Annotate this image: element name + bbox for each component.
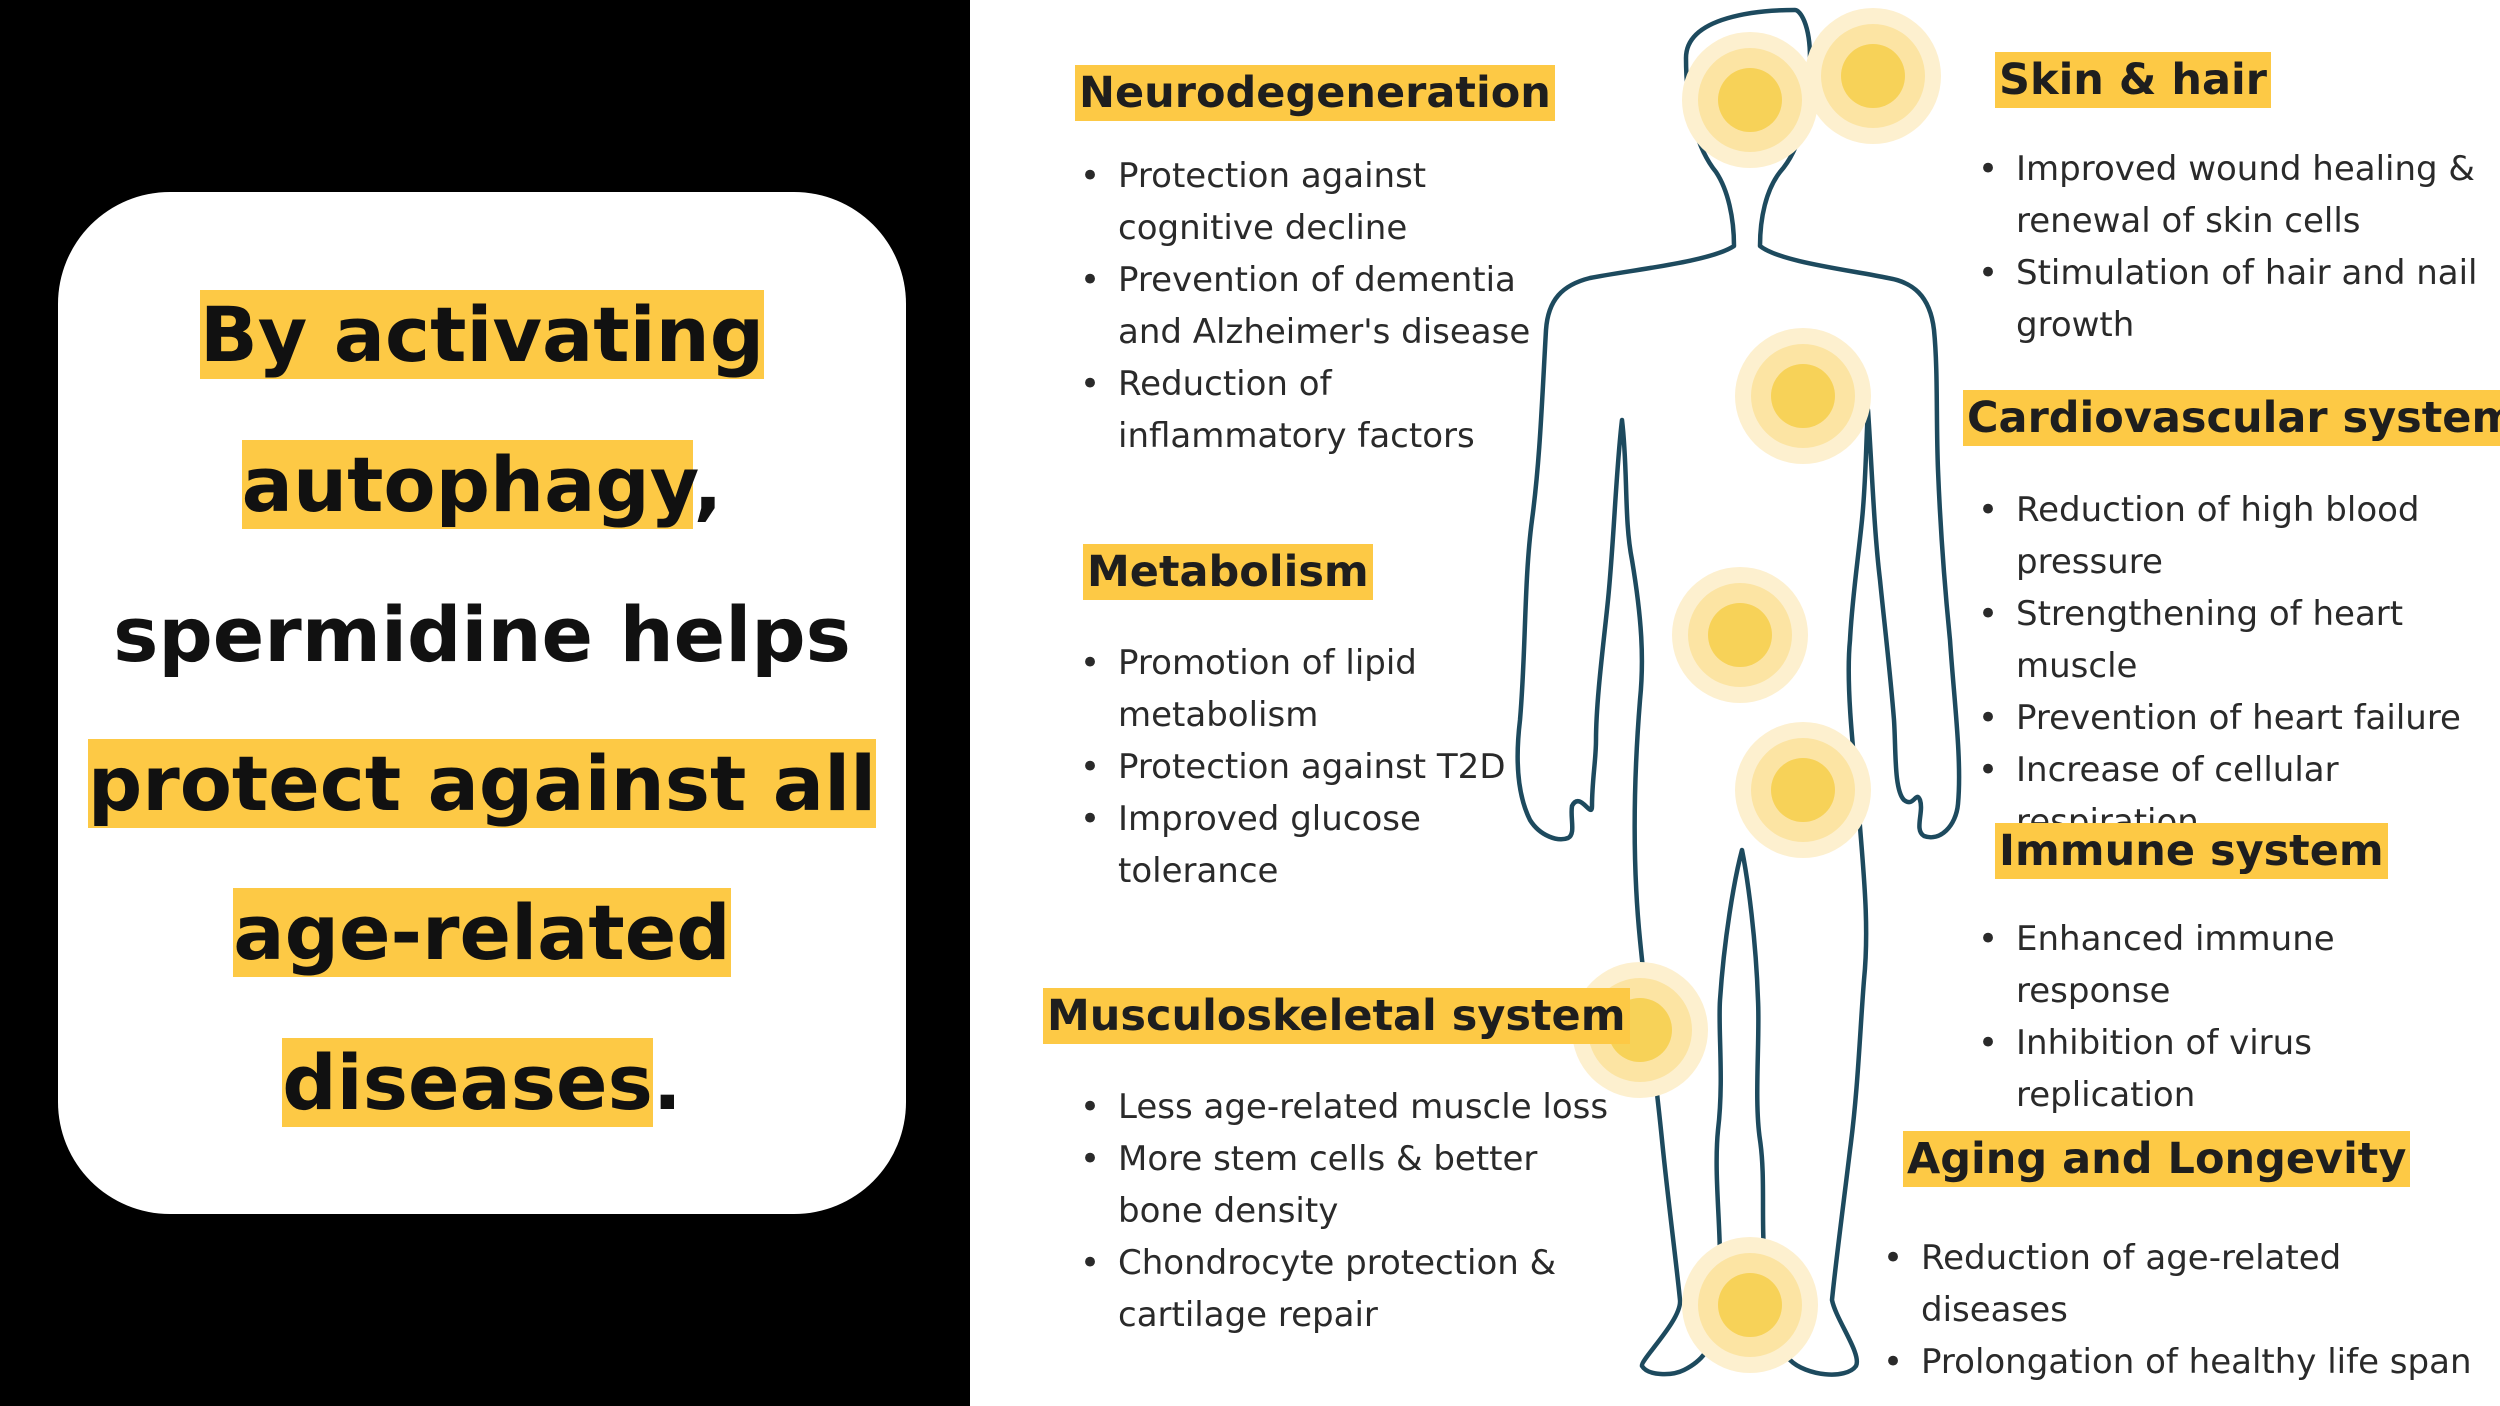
claim-text: spermidine helps	[113, 590, 851, 679]
item-text: inflammatory factors	[1118, 416, 1475, 456]
item-text: Prevention of heart failure	[2016, 698, 2461, 738]
item-text: Improved wound healing &	[2016, 149, 2475, 189]
human-body-outline-icon	[1515, 7, 1962, 1377]
item-text: More stem cells & better	[1118, 1139, 1538, 1179]
item-text: Less age-related muscle loss	[1118, 1087, 1609, 1127]
item-text: and Alzheimer's disease	[1118, 312, 1531, 352]
list-neurodegeneration: Protection against cognitive decline Prev…	[1080, 150, 1530, 462]
section-title-cardiovascular: Cardiovascular system	[1963, 390, 2500, 446]
item-text: pressure	[2016, 542, 2163, 582]
list-skin-hair: Improved wound healing & renewal of skin …	[1978, 143, 2478, 351]
item-text: Prevention of dementia	[1118, 260, 1516, 300]
claim-line-1: By activating	[58, 284, 906, 386]
item-text: Protection against T2D	[1118, 747, 1506, 787]
claim-line-4: protect against all	[58, 733, 906, 835]
item-text: Reduction of high blood	[2016, 490, 2420, 530]
list-item: Less age-related muscle loss	[1080, 1081, 1608, 1133]
item-text: renewal of skin cells	[2016, 201, 2361, 241]
glow-marker-icon	[1682, 32, 1818, 168]
list-item: Prevention of heart failure	[1978, 692, 2500, 744]
claim-text: ,	[693, 440, 723, 529]
section-title-musculoskeletal: Musculoskeletal system	[1043, 988, 1630, 1044]
item-text: Chondrocyte protection &	[1118, 1243, 1557, 1283]
claim-card: By activating autophagy, spermidine help…	[58, 192, 906, 1214]
item-text: Inhibition of virus replication	[2016, 1023, 2312, 1115]
claim-highlight: protect against all	[87, 739, 877, 828]
item-text: Reduction of	[1118, 364, 1332, 404]
claim-highlight: diseases	[282, 1038, 653, 1127]
list-immune: Enhanced immune response Inhibition of vi…	[1978, 913, 2500, 1121]
item-text: Stimulation of hair and nail	[2016, 253, 2478, 293]
list-item: Protection against T2D	[1080, 741, 1506, 793]
list-item: Inhibition of virus replication	[1978, 1017, 2500, 1121]
left-panel: By activating autophagy, spermidine help…	[0, 0, 970, 1406]
section-title-neurodegeneration: Neurodegeneration	[1075, 65, 1555, 121]
section-title-metabolism: Metabolism	[1083, 544, 1373, 600]
list-item: More stem cells & better bone density	[1080, 1133, 1608, 1237]
list-item: Strengthening of heart muscle	[1978, 588, 2500, 692]
list-item: Reduction of age-related diseases	[1883, 1232, 2472, 1336]
item-text: Reduction of age-related	[1921, 1238, 2342, 1278]
claim-line-3: spermidine helps	[58, 584, 906, 686]
item-text: response	[2016, 971, 2171, 1011]
item-text: growth	[2016, 305, 2135, 345]
item-text: metabolism	[1118, 695, 1319, 735]
claim-highlight: age-related	[233, 888, 731, 977]
claim-line-6: diseases.	[58, 1032, 906, 1134]
glow-marker-icon	[1672, 567, 1808, 703]
list-item: Improved glucose tolerance	[1080, 793, 1506, 897]
item-text: Improved glucose	[1118, 799, 1421, 839]
list-cardiovascular: Reduction of high blood pressure Strength…	[1978, 484, 2500, 848]
item-text: cartilage repair	[1118, 1295, 1378, 1335]
list-musculoskeletal: Less age-related muscle loss More stem c…	[1080, 1081, 1608, 1341]
item-text: diseases	[1921, 1290, 2068, 1330]
list-item: Protection against cognitive decline	[1080, 150, 1530, 254]
claim-highlight: By activating	[199, 290, 765, 379]
list-item: Reduction of high blood pressure	[1978, 484, 2500, 588]
item-text: bone density	[1118, 1191, 1339, 1231]
item-text: Enhanced immune	[2016, 919, 2335, 959]
glow-marker-icon	[1735, 722, 1871, 858]
item-text: Strengthening of heart muscle	[2016, 594, 2404, 686]
section-title-immune: Immune system	[1995, 823, 2388, 879]
claim-line-2: autophagy,	[58, 434, 906, 536]
list-item: Promotion of lipid metabolism	[1080, 637, 1506, 741]
list-item: Improved wound healing & renewal of skin …	[1978, 143, 2478, 247]
claim-line-5: age-related	[58, 882, 906, 984]
section-title-aging-longevity: Aging and Longevity	[1903, 1131, 2411, 1187]
section-title-skin-hair: Skin & hair	[1995, 52, 2271, 108]
item-text: tolerance	[1118, 851, 1279, 891]
list-item: Chondrocyte protection & cartilage repair	[1080, 1237, 1608, 1341]
glow-marker-icon	[1805, 8, 1941, 144]
item-text: Protection against	[1118, 156, 1427, 196]
list-item: Enhanced immune response	[1978, 913, 2500, 1017]
claim-highlight: autophagy	[241, 440, 694, 529]
list-item: Prevention of dementia and Alzheimer's di…	[1080, 254, 1530, 358]
item-text: cognitive decline	[1118, 208, 1408, 248]
item-text: Promotion of lipid	[1118, 643, 1417, 683]
claim-text: .	[652, 1038, 682, 1127]
glow-marker-icon	[1682, 1237, 1818, 1373]
list-item: Prolongation of healthy life span	[1883, 1336, 2472, 1388]
list-item: Reduction of inflammatory factors	[1080, 358, 1530, 462]
list-aging-longevity: Reduction of age-related diseases Prolong…	[1883, 1232, 2472, 1388]
list-item: Stimulation of hair and nail growth	[1978, 247, 2478, 351]
glow-marker-icon	[1735, 328, 1871, 464]
item-text: Prolongation of healthy life span	[1921, 1342, 2472, 1382]
list-metabolism: Promotion of lipid metabolism Protection …	[1080, 637, 1506, 897]
